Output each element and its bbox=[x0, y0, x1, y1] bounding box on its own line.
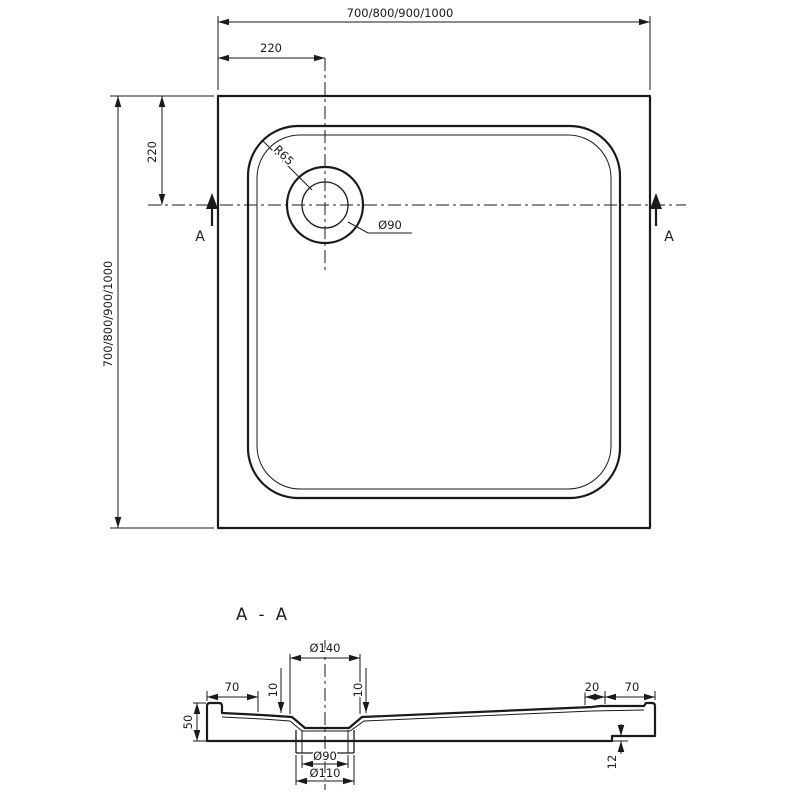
dim-right-rim-label: 70 bbox=[625, 680, 640, 694]
leader-line bbox=[347, 221, 412, 234]
leader-line bbox=[261, 139, 313, 191]
dim-drain-outer: Ø110 bbox=[295, 755, 355, 785]
dim-right-depth-label: 10 bbox=[351, 683, 365, 698]
dim-drain-offset-y-label: 220 bbox=[145, 141, 159, 163]
section-arrow-icon bbox=[206, 193, 218, 209]
callout-corner-radius: R65 bbox=[261, 139, 313, 191]
dim-drain-offset-x: 220 bbox=[218, 40, 325, 62]
dim-right-step: 20 bbox=[583, 679, 606, 705]
section-marker-right: A bbox=[650, 193, 676, 247]
top-view: 700/800/900/1000 220 700/800/900/1000 22… bbox=[100, 5, 686, 530]
section-view: A - A Ø140 10 10 bbox=[180, 604, 657, 790]
dim-left-depth-label: 10 bbox=[266, 683, 280, 698]
section-marker-left-label: A bbox=[195, 229, 205, 245]
section-marker-right-label: A bbox=[664, 229, 674, 245]
callout-drain-diameter: Ø90 bbox=[347, 217, 412, 234]
dim-overall-width-label: 700/800/900/1000 bbox=[347, 6, 454, 20]
dim-recess-diameter-label: Ø140 bbox=[309, 641, 340, 655]
tray-outer-square bbox=[216, 94, 652, 530]
tray-profile-inner-shell bbox=[221, 709, 645, 732]
dim-recess-diameter: Ø140 bbox=[289, 640, 361, 714]
dim-left-rim-label: 70 bbox=[225, 680, 240, 694]
dim-right-depth: 10 bbox=[350, 668, 370, 713]
dim-right-step-label: 20 bbox=[585, 680, 600, 694]
dim-left-height-label: 50 bbox=[181, 715, 195, 730]
dim-overall-height-label: 700/800/900/1000 bbox=[101, 261, 115, 368]
dim-overall-height: 700/800/900/1000 bbox=[100, 95, 214, 529]
dim-left-rim: 70 bbox=[206, 679, 259, 712]
corner-radius-label: R65 bbox=[271, 142, 297, 168]
dim-left-depth: 10 bbox=[265, 668, 285, 713]
drain-diameter-label: Ø90 bbox=[378, 218, 402, 232]
tray-profile-outline bbox=[205, 701, 657, 743]
dim-drain-offset-x-label: 220 bbox=[260, 41, 282, 55]
section-marker-left: A bbox=[194, 193, 218, 247]
dim-drain-inner-label: Ø90 bbox=[313, 749, 337, 763]
section-arrow-icon bbox=[650, 193, 662, 209]
dim-drain-offset-y: 220 bbox=[144, 96, 166, 205]
dim-right-height-label: 12 bbox=[605, 755, 619, 770]
dim-right-rim: 70 bbox=[605, 679, 656, 701]
dim-drain-inner: Ø90 bbox=[301, 748, 349, 768]
dim-left-height: 50 bbox=[180, 702, 206, 742]
drain-spigot bbox=[295, 730, 355, 754]
dim-right-height: 12 bbox=[604, 724, 628, 771]
tray-rim-inner bbox=[256, 134, 612, 490]
section-title: A - A bbox=[236, 605, 290, 624]
tray-rim-outer bbox=[246, 124, 622, 500]
dim-overall-width: 700/800/900/1000 bbox=[217, 5, 651, 90]
dim-drain-outer-label: Ø110 bbox=[309, 766, 340, 780]
